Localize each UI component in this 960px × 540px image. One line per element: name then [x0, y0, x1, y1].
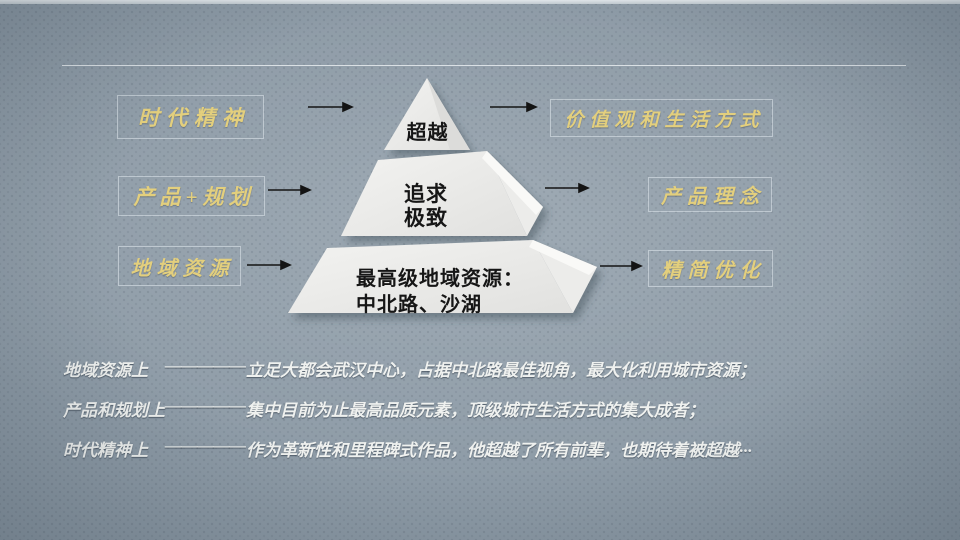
note-text: 作为革新性和里程碑式作品，他超越了所有前辈，也期待着被超越···	[246, 441, 752, 460]
connector-arrows	[247, 101, 643, 272]
right-label-box-values-lifestyle: 价值观和生活方式	[550, 99, 773, 137]
right-label-streamline-optimize: 精简优化	[661, 260, 766, 282]
pyramid-tier-middle-label: 追求 极致	[375, 183, 477, 231]
top-edge-strip	[0, 0, 960, 4]
left-label-box-era-spirit: 时代精神	[117, 95, 264, 139]
left-label-regional-resources: 地域资源	[130, 257, 235, 280]
pyramid-tier-top-shape	[384, 78, 470, 150]
arrow-right-bottom	[600, 260, 643, 272]
pyramid-tier-top-label: 超越	[406, 122, 449, 144]
arrow-right-middle	[545, 182, 590, 194]
arrow-left-middle	[268, 184, 312, 196]
left-label-box-regional-resources: 地域资源	[118, 246, 241, 286]
pyramid-tier-bottom-line1: 最高级地域资源：	[356, 268, 524, 290]
pyramid-tier-bottom-line2: 中北路、沙湖	[356, 294, 482, 316]
note-row-era-spirit: 时代精神上 ————— 作为革新性和里程碑式作品，他超越了所有前辈，也期待着被超…	[63, 436, 933, 461]
right-label-values-lifestyle: 价值观和生活方式	[564, 109, 765, 131]
note-dash: —————	[165, 396, 246, 415]
left-label-product-planning: 产品+规划	[133, 185, 255, 209]
pyramid-tier-middle-line2: 极致	[404, 207, 448, 230]
note-text: 立足大都会武汉中心，占据中北路最佳视角，最大化利用城市资源；	[246, 361, 756, 380]
right-label-box-product-concept: 产品理念	[648, 177, 772, 212]
left-label-era-spirit: 时代精神	[138, 106, 250, 130]
title-divider-line	[62, 65, 906, 66]
note-row-regional-resources: 地域资源上 ————— 立足大都会武汉中心，占据中北路最佳视角，最大化利用城市资…	[63, 356, 933, 381]
arrow-right-top	[490, 101, 538, 113]
arrow-left-top	[308, 101, 354, 113]
note-text: 集中目前为止最高品质元素，顶级城市生活方式的集大成者；	[246, 401, 705, 420]
left-label-box-product-planning: 产品+规划	[118, 176, 265, 216]
right-label-box-streamline-optimize: 精简优化	[648, 250, 773, 287]
note-dash: —————	[165, 436, 246, 455]
note-label: 地域资源上	[63, 361, 148, 380]
note-row-product-planning: 产品和规划上 ————— 集中目前为止最高品质元素，顶级城市生活方式的集大成者；	[63, 396, 933, 421]
pyramid-tier-middle-shape	[341, 151, 543, 236]
pyramid-tier-bottom-label: 最高级地域资源： 中北路、沙湖	[356, 266, 576, 318]
right-label-product-concept: 产品理念	[661, 186, 765, 208]
note-dash: —————	[165, 356, 246, 375]
arrow-left-bottom	[247, 259, 292, 271]
bottom-notes: 地域资源上 ————— 立足大都会武汉中心，占据中北路最佳视角，最大化利用城市资…	[63, 356, 933, 476]
note-label: 产品和规划上	[63, 401, 165, 420]
pyramid-tier-bottom-shape	[288, 240, 597, 313]
note-label: 时代精神上	[63, 441, 148, 460]
pyramid-tier-middle-line1: 追求	[404, 183, 448, 206]
